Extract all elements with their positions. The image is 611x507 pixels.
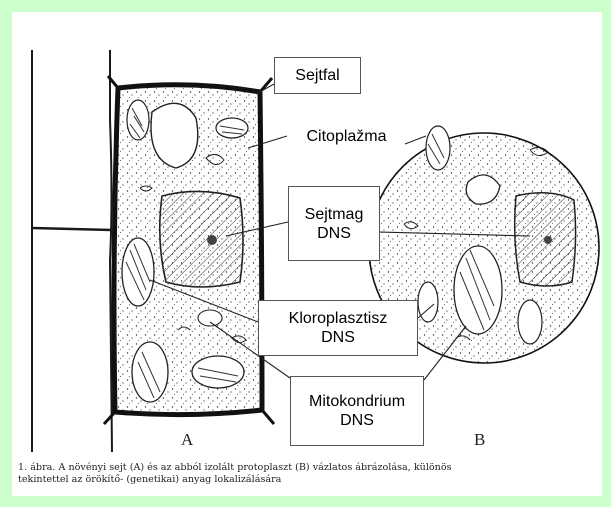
label-mitokondrium-line2: DNS xyxy=(340,411,374,430)
caption-line-2: tekintettel az örökítő- (genetikai) anya… xyxy=(18,474,598,486)
label-kloroplasztisz: Kloroplasztisz DNS xyxy=(258,300,418,356)
label-kloroplasztisz-line2: DNS xyxy=(321,328,355,347)
caption-line-1: 1. ábra. A növényi sejt (A) és az abból … xyxy=(18,462,598,474)
label-mitokondrium-line1: Mitokondrium xyxy=(309,392,405,411)
label-mitokondrium: Mitokondrium DNS xyxy=(290,376,424,446)
label-sejtmag: Sejtmag DNS xyxy=(288,186,380,261)
label-sejtfal-text: Sejtfal xyxy=(295,66,339,85)
plant-cell-a xyxy=(104,76,274,424)
label-sejtmag-line2: DNS xyxy=(317,224,351,243)
panel-letter-b: B xyxy=(474,430,485,450)
label-kloroplasztisz-line1: Kloroplasztisz xyxy=(289,309,388,328)
figure-caption: 1. ábra. A növényi sejt (A) és az abból … xyxy=(18,462,598,486)
label-citoplazma: Citoplažma xyxy=(288,117,405,155)
panel-letter-a: A xyxy=(181,430,193,450)
label-sejtfal: Sejtfal xyxy=(274,57,361,94)
label-sejtmag-line1: Sejtmag xyxy=(305,205,364,224)
label-citoplazma-text: Citoplažma xyxy=(306,127,386,146)
neighbor-cells xyxy=(32,50,112,452)
